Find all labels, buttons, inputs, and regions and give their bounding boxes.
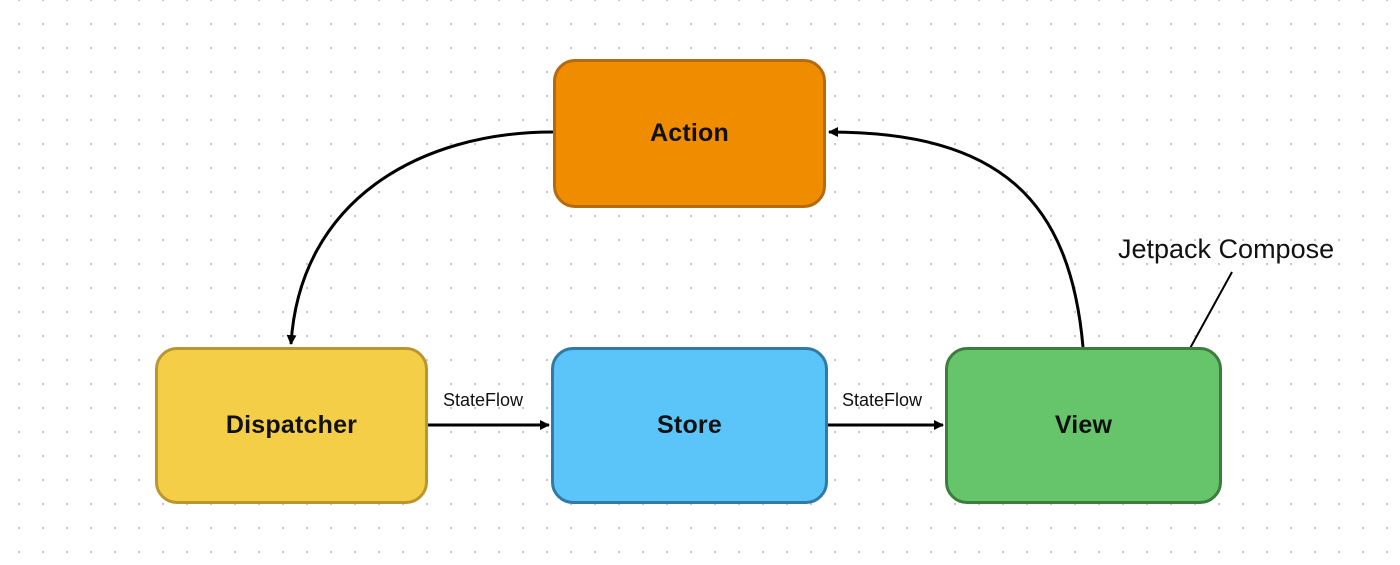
node-action[interactable]: Action bbox=[553, 59, 826, 208]
node-dispatcher[interactable]: Dispatcher bbox=[155, 347, 428, 504]
edge-action-to-dispatcher bbox=[286, 130, 554, 345]
node-view[interactable]: View bbox=[945, 347, 1222, 504]
edge-view-to-action bbox=[828, 127, 1085, 348]
annotation-jetpack-compose: Jetpack Compose bbox=[1118, 234, 1335, 264]
node-store[interactable]: Store bbox=[551, 347, 828, 504]
edge-label-dispatcher-to-store: StateFlow bbox=[443, 390, 524, 410]
edge-label-store-to-view: StateFlow bbox=[842, 390, 923, 410]
